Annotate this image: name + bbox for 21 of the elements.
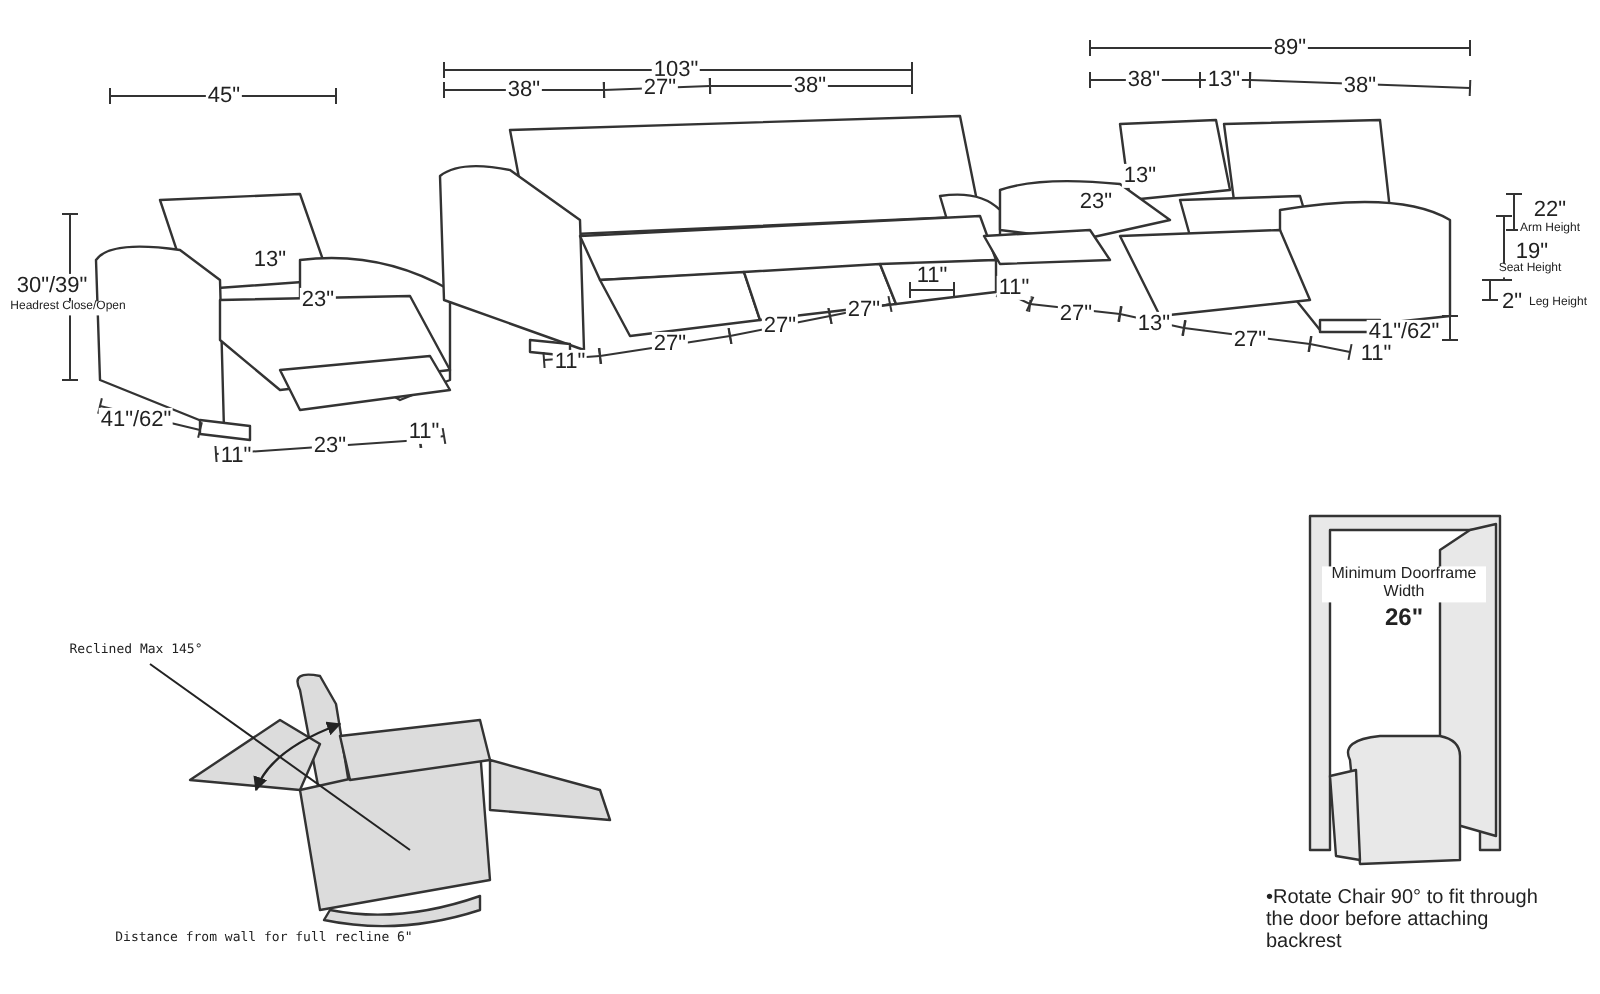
dimension-label: 45": [205, 83, 243, 109]
dimension-label: 13": [1135, 311, 1173, 337]
dimension-label: 26": [1382, 604, 1426, 632]
dimension-label: 23": [1077, 189, 1115, 215]
dimension-label: 13": [1205, 67, 1243, 93]
dimension-label: 89": [1271, 35, 1309, 61]
dimension-label: 30"/39": [14, 273, 90, 299]
dimension-label: 13": [1121, 163, 1159, 189]
dimension-label: 13": [251, 247, 289, 273]
dimension-label: 38": [1341, 73, 1379, 99]
note-text: Minimum Doorframe Width: [1322, 566, 1486, 602]
dimension-label: 41"/62": [98, 407, 174, 433]
dimension-label: 38": [505, 77, 543, 103]
dimension-label: 38": [791, 73, 829, 99]
dimension-label: 23": [299, 287, 337, 313]
dimension-label: 11": [406, 419, 442, 445]
dimension-label: 38": [1125, 67, 1163, 93]
dimension-label: 19": [1513, 239, 1551, 265]
dimension-label: 41"/62": [1366, 319, 1442, 345]
dimension-label: 11": [996, 275, 1032, 301]
dimension-label: 23": [311, 433, 349, 459]
